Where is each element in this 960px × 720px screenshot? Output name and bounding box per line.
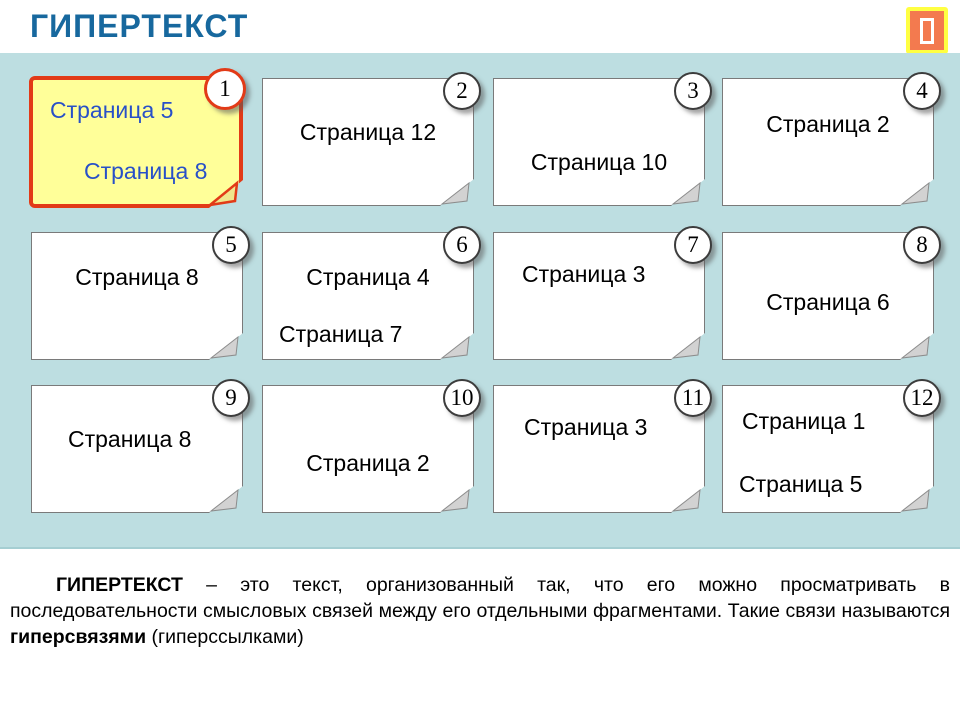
folded-corner-icon (207, 180, 243, 208)
badge-number: 9 (225, 385, 237, 410)
page-number-badge: 7 (674, 226, 712, 264)
folded-corner-icon (440, 486, 474, 513)
page-number-badge: 3 (674, 72, 712, 110)
page-card-text: Страница 8 (75, 264, 199, 290)
exit-button-fill (910, 11, 944, 50)
folded-corner-icon (209, 333, 243, 360)
definition-bold-word: гиперсвязями (10, 626, 147, 648)
page-card-text: Страница 4 (306, 264, 430, 290)
door-icon (920, 17, 934, 44)
page-number-badge: 5 (212, 226, 250, 264)
page-number-badge: 6 (443, 226, 481, 264)
page-card-text: Страница 3 (524, 414, 648, 440)
page-card-1[interactable]: Страница 5 Страница 8 1 (29, 68, 246, 208)
page-number-badge: 1 (204, 68, 246, 110)
page-card-3[interactable]: Страница 10 3 (493, 72, 712, 206)
page-card-text: Страница 10 (530, 149, 668, 175)
folded-corner-icon (900, 179, 934, 206)
page-card-text: Страница 7 (279, 321, 403, 347)
page-number-badge: 10 (443, 379, 481, 417)
folded-corner-icon (209, 486, 243, 513)
badge-number: 3 (687, 78, 699, 103)
folded-corner-icon (671, 179, 705, 206)
definition-text-tail: (гиперссылками) (146, 626, 304, 648)
page-number-badge: 9 (212, 379, 250, 417)
badge-number: 8 (916, 232, 928, 257)
page-card-6[interactable]: Страница 4 Страница 7 6 (262, 226, 481, 360)
page-card-text: Страница 2 (766, 111, 890, 137)
badge-number: 11 (681, 385, 705, 410)
page-number-badge: 2 (443, 72, 481, 110)
badge-number: 6 (456, 232, 468, 257)
page-card-9[interactable]: Страница 8 9 (31, 379, 250, 513)
badge-number: 7 (687, 232, 699, 257)
badge-number: 10 (450, 385, 474, 410)
page-card-text: Страница 5 (739, 471, 863, 497)
exit-button[interactable] (906, 7, 948, 54)
page-card-7[interactable]: Страница 3 7 (493, 226, 712, 360)
badge-number: 2 (456, 78, 468, 103)
page-link[interactable]: Страница 8 (84, 158, 208, 184)
folded-corner-icon (900, 486, 934, 513)
page-number-badge: 11 (674, 379, 712, 417)
page-card-text: Страница 3 (522, 261, 646, 287)
page-card-12[interactable]: Страница 1 Страница 5 12 (722, 379, 941, 513)
definition-text: – это текст, организованный так, что его… (10, 574, 950, 622)
folded-corner-icon (440, 333, 474, 360)
folded-corner-icon (900, 333, 934, 360)
page-card-8[interactable]: Страница 6 8 (722, 226, 941, 360)
folded-corner-icon (671, 486, 705, 513)
page-card-text: Страница 1 (742, 408, 866, 434)
definition-term: ГИПЕРТЕКСТ (56, 574, 183, 596)
badge-number: 5 (225, 232, 237, 257)
page-card-text: Страница 6 (766, 289, 890, 315)
page-card-10[interactable]: Страница 2 10 (262, 379, 481, 513)
page-link[interactable]: Страница 5 (50, 97, 174, 123)
page-card-5[interactable]: Страница 8 5 (31, 226, 250, 360)
page-number-badge: 4 (903, 72, 941, 110)
page-card-text: Страница 8 (68, 426, 192, 452)
page-card-4[interactable]: Страница 2 4 (722, 72, 941, 206)
page-card-text: Страница 12 (299, 119, 437, 145)
badge-number: 4 (916, 78, 928, 103)
page-number-badge: 12 (903, 379, 941, 417)
page-card-11[interactable]: Страница 3 11 (493, 379, 712, 513)
page-number-badge: 8 (903, 226, 941, 264)
folded-corner-icon (440, 179, 474, 206)
page-title: ГИПЕРТЕКСТ (30, 8, 249, 44)
page-card-text: Страница 2 (306, 450, 430, 476)
page-card-2[interactable]: Страница 12 2 (262, 72, 481, 206)
badge-number: 1 (219, 76, 231, 101)
folded-corner-icon (671, 333, 705, 360)
badge-number: 12 (910, 385, 934, 410)
definition-paragraph: ГИПЕРТЕКСТ – это текст, организованный т… (10, 572, 950, 650)
